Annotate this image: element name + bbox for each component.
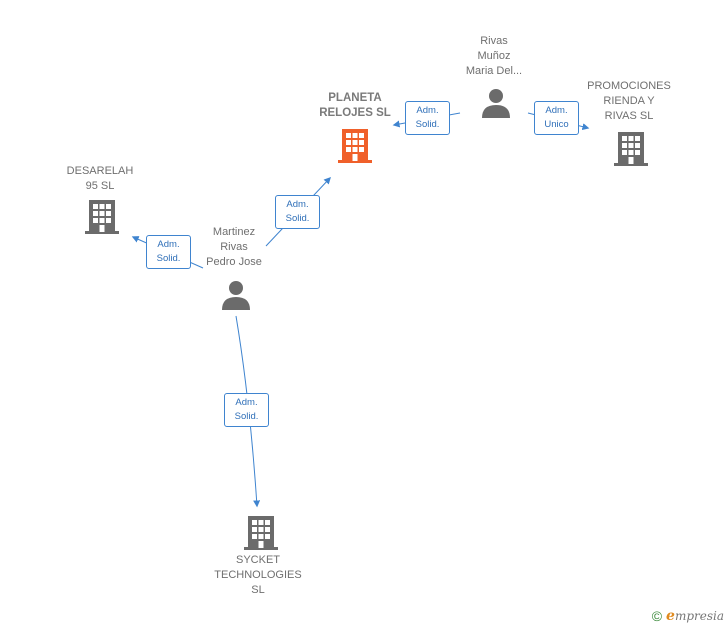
edge-badge-martinez-sycket: Adm. Solid. <box>224 393 269 427</box>
edge-badge-rivas-promociones: Adm. Unico <box>534 101 579 135</box>
building-icon[interactable] <box>244 514 278 550</box>
brand-logo: empresia <box>666 608 724 624</box>
person-icon[interactable] <box>221 280 251 310</box>
node-label-desarelah[interactable]: DESARELAH 95 SL <box>66 165 134 192</box>
edge-badge-martinez-planeta: Adm. Solid. <box>275 195 320 229</box>
edge-badge-martinez-desarelah: Adm. Solid. <box>146 235 191 269</box>
building-icon[interactable] <box>614 130 648 166</box>
edge-badge-rivas-planeta: Adm. Solid. <box>405 101 450 135</box>
footer-brand[interactable]: © empresia <box>652 608 724 624</box>
node-label-rivas[interactable]: Rivas Muñoz Maria Del... <box>465 35 523 77</box>
copyright-icon: © <box>651 608 663 624</box>
person-icon[interactable] <box>481 88 511 118</box>
building-icon[interactable] <box>85 198 119 234</box>
node-label-promociones[interactable]: PROMOCIONES RIENDA Y RIVAS SL <box>587 80 671 122</box>
node-label-martinez[interactable]: Martinez Rivas Pedro Jose <box>206 226 262 268</box>
building-icon[interactable] <box>338 127 372 163</box>
node-label-sycket[interactable]: SYCKET TECHNOLOGIES SL <box>214 554 302 596</box>
node-label-planeta[interactable]: PLANETA RELOJES SL <box>319 92 391 119</box>
